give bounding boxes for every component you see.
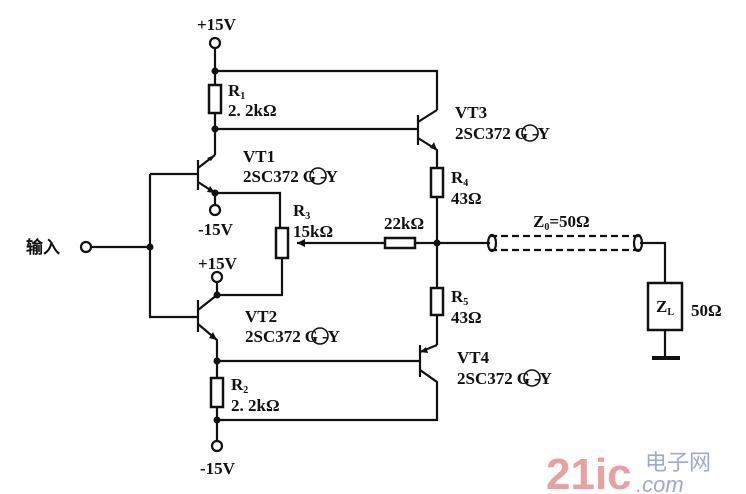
resistor-r5 <box>429 286 445 317</box>
vt4-name: VT4 <box>457 348 490 367</box>
nodes <box>146 67 441 424</box>
r1-value: 2. 2kΩ <box>228 101 277 120</box>
label-bottom-supply: -15V <box>200 459 236 478</box>
load-name: ZL <box>656 297 674 318</box>
input-label: 输入 <box>26 237 60 257</box>
vt2-name: VT2 <box>245 307 277 326</box>
vt3-name: VT3 <box>455 103 487 122</box>
r4-value: 43Ω <box>451 189 482 208</box>
r4-name: R4 <box>451 168 468 189</box>
supply-terminal-vt1 <box>208 203 222 217</box>
r2-value: 2. 2kΩ <box>231 396 280 415</box>
resistor-r1 <box>207 83 223 115</box>
supply-terminal-vt2 <box>210 270 224 284</box>
r5-name: R5 <box>451 287 468 308</box>
r5-value: 43Ω <box>451 308 482 327</box>
watermark-domain: .com <box>636 472 684 494</box>
resistor-r2 <box>209 376 225 409</box>
supply-terminal-top <box>208 36 222 50</box>
vt1-name: VT1 <box>243 147 275 166</box>
input-terminal <box>79 240 93 254</box>
r2-name: R2 <box>231 375 248 396</box>
potentiometer-r3 <box>274 226 290 260</box>
r3-value: 15kΩ <box>293 222 333 241</box>
r-feedback-value: 22kΩ <box>384 214 424 233</box>
watermark-brand: 21ic <box>546 450 632 494</box>
r3-name: R3 <box>293 201 310 222</box>
r1-name: R1 <box>228 81 245 102</box>
label-vt1-supply: -15V <box>198 220 234 239</box>
load-value: 50Ω <box>691 301 722 320</box>
load-impedance <box>646 281 684 332</box>
label-vt2-supply: +15V <box>198 254 238 273</box>
ground-icon <box>652 356 680 360</box>
supply-terminal-bottom <box>210 439 224 453</box>
wires <box>92 48 680 441</box>
resistor-22k <box>383 236 417 250</box>
watermark-logo: 21ic 电子网 .com <box>546 450 711 494</box>
watermark-cn: 电子网 <box>645 450 711 475</box>
resistor-r4 <box>429 166 445 199</box>
coax-label: Z0=50Ω <box>533 212 590 233</box>
label-top-supply: +15V <box>197 15 237 34</box>
